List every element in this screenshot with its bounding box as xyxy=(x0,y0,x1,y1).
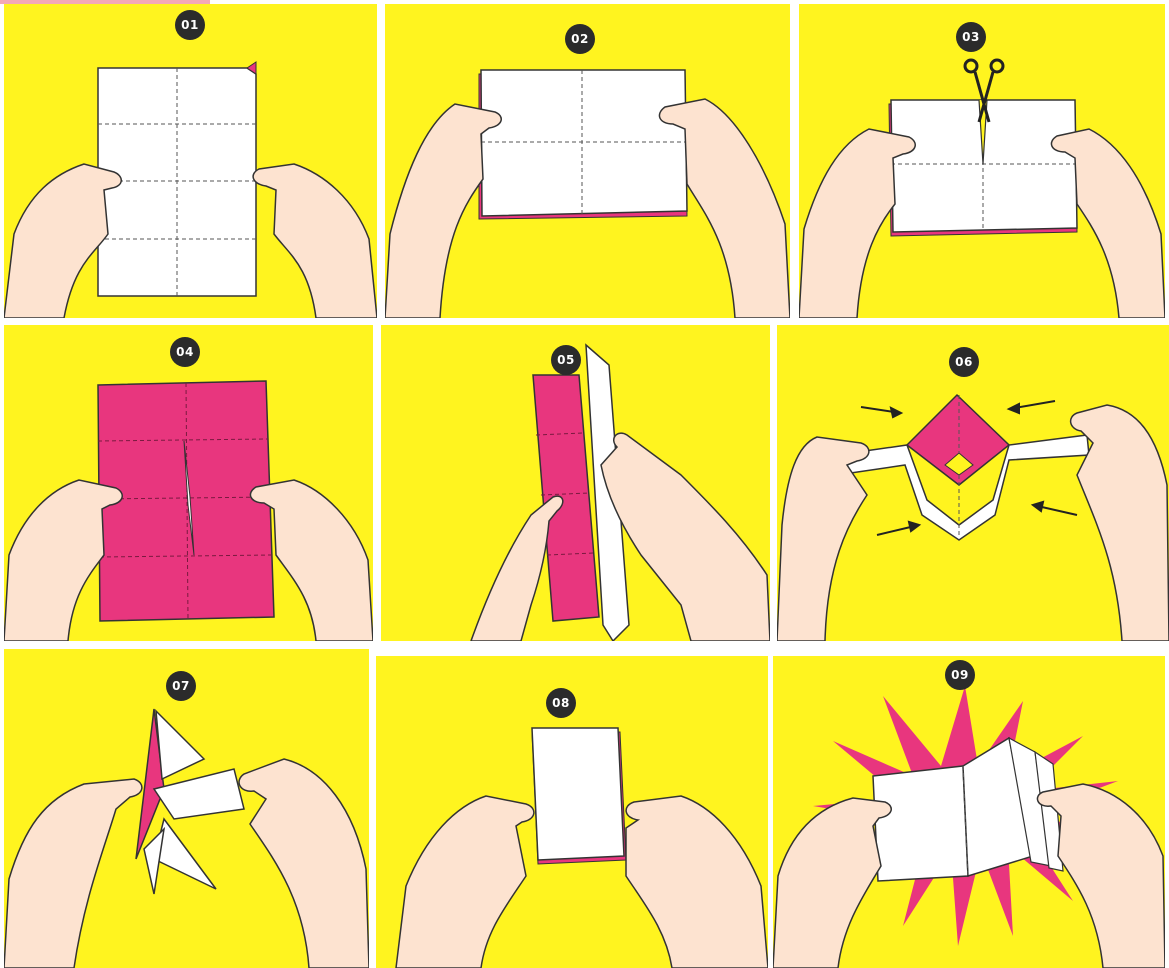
top-accent-strip xyxy=(0,0,210,4)
step-badge-04: 04 xyxy=(170,337,200,367)
step-panel-06: 06 xyxy=(777,325,1169,641)
step-badge-07: 07 xyxy=(166,671,196,701)
step-04-illustration xyxy=(4,380,373,641)
step-panel-04: 04 xyxy=(4,325,373,641)
step-panel-05: 05 xyxy=(381,325,770,641)
step-panel-01: 01 xyxy=(4,4,377,318)
step-03-illustration xyxy=(799,58,1165,318)
step-badge-09: 09 xyxy=(945,660,975,690)
step-05-illustration xyxy=(470,343,770,641)
step-panel-03: 03 xyxy=(799,4,1165,318)
step-02-illustration xyxy=(385,69,790,318)
step-01-illustration xyxy=(4,61,377,318)
arrow-icon xyxy=(860,400,1078,536)
step-badge-02: 02 xyxy=(565,24,595,54)
step-panel-08: 08 xyxy=(376,656,768,968)
step-badge-08: 08 xyxy=(546,688,576,718)
step-panel-07: 07 xyxy=(4,649,369,968)
step-badge-05: 05 xyxy=(551,345,581,375)
step-badge-06: 06 xyxy=(949,347,979,377)
scissors-icon xyxy=(963,58,1005,123)
step-badge-03: 03 xyxy=(956,22,986,52)
step-07-illustration xyxy=(4,708,369,968)
step-06-illustration xyxy=(777,393,1169,641)
step-09-illustration xyxy=(773,686,1165,968)
step-08-illustration xyxy=(395,727,768,968)
step-badge-01: 01 xyxy=(175,10,205,40)
step-panel-09: 09 xyxy=(773,656,1165,968)
step-panel-02: 02 xyxy=(385,4,790,318)
